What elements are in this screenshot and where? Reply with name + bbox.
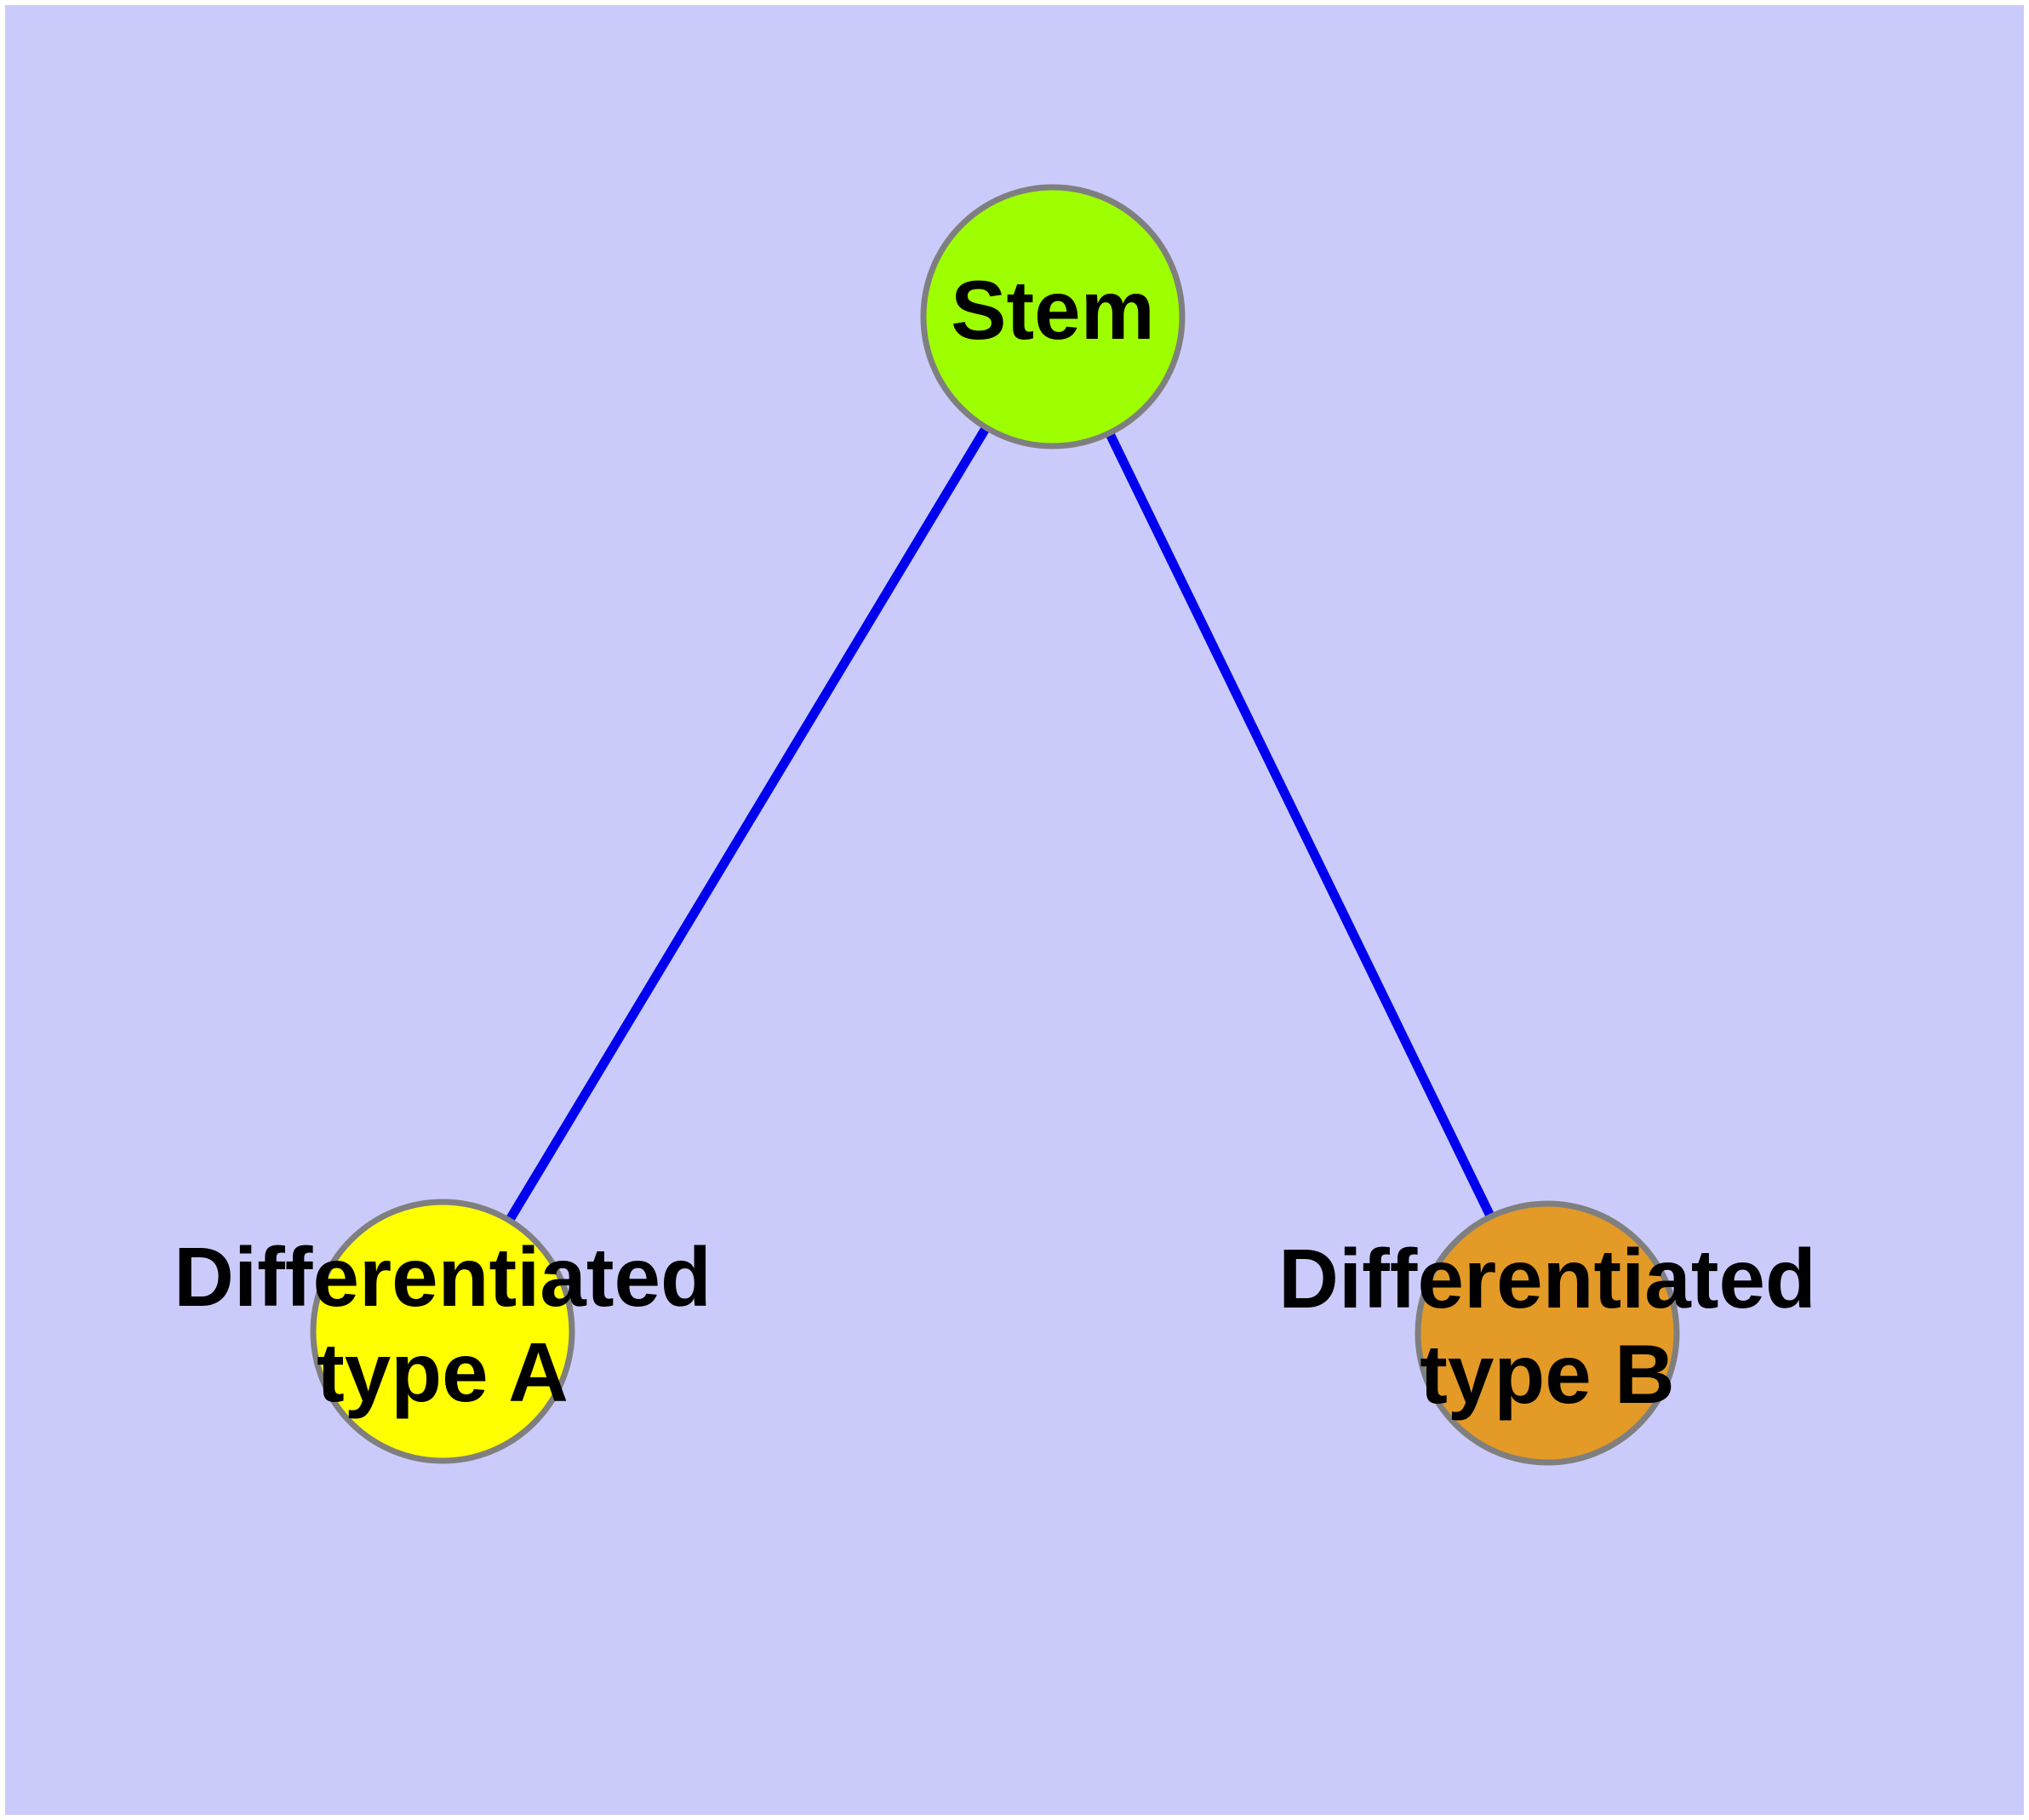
node-circle-stem[interactable] <box>920 184 1186 449</box>
node-label-line: type A <box>317 1325 569 1419</box>
graph-node-stem[interactable]: Stem <box>920 184 1186 449</box>
node-label-line: type B <box>1420 1327 1675 1421</box>
node-circle-diff_a[interactable] <box>310 1199 575 1464</box>
node-label-line: Stem <box>951 263 1155 357</box>
graph-edge[interactable] <box>1049 314 1552 1336</box>
node-label-line: Differentiated <box>1278 1232 1816 1325</box>
edge-layer <box>438 314 1552 1336</box>
node-circle-diff_b[interactable] <box>1415 1200 1680 1466</box>
node-label-line: Differentiated <box>174 1230 712 1324</box>
node-label-stem: Stem <box>951 263 1155 357</box>
graph-edge[interactable] <box>438 314 1057 1334</box>
